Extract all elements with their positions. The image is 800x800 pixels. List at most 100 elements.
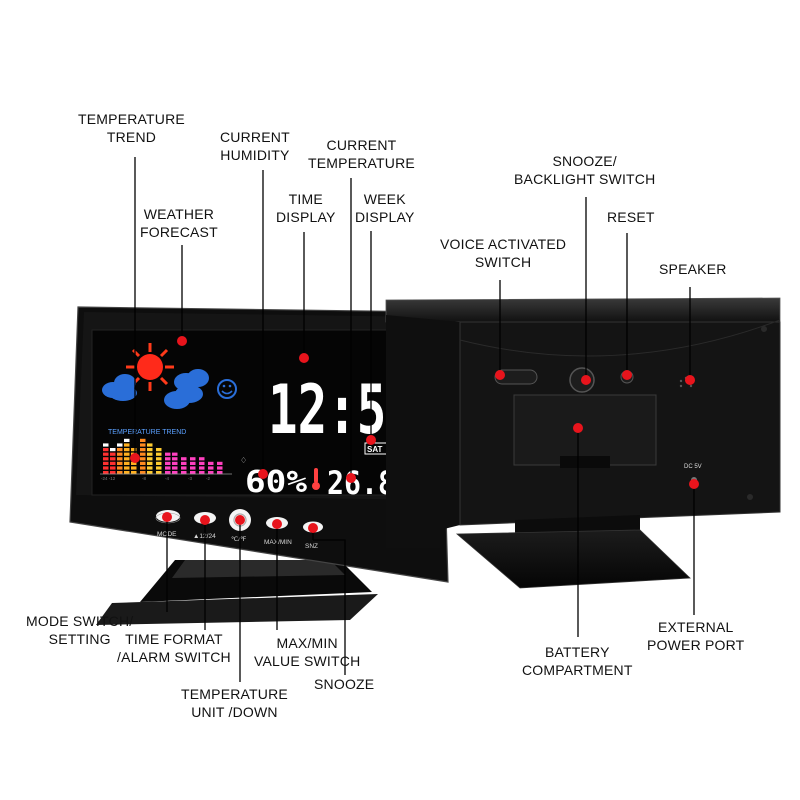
trend-bar-segment [110,457,116,461]
label-reset: RESET [607,208,655,226]
cloud-icon [102,369,209,409]
label-line: TEMPERATURE [78,111,185,127]
label-snooze: SNOOZE [314,675,374,693]
trend-bar-segment [147,471,153,475]
trend-bar-segment [190,457,196,461]
trend-bar-segment [156,461,162,465]
smiley-icon [217,379,237,399]
trend-bar-segment [156,452,162,456]
trend-bar-segment [165,461,171,465]
trend-bar-segment [117,448,123,452]
trend-bar-segment [140,457,146,461]
trend-bar-segment [199,471,205,475]
trend-bar-segment [172,452,178,456]
front-stand-base [96,594,378,625]
callout-marker [177,336,187,346]
label-line: WEATHER [143,206,215,222]
trend-bar-segment [181,466,187,470]
label-max-min-value-switch: MAX/MIN VALUE SWITCH [254,634,360,670]
label-line: TIME FORMAT [125,631,223,647]
trend-bar-segment [103,461,109,465]
svg-text:-2: -2 [206,476,210,481]
trend-bar-segment [124,452,130,456]
trend-bar-segment [147,443,153,447]
callout-marker [235,515,245,525]
trend-bar-segment [165,471,171,475]
week-display: SAT [367,445,383,454]
callout-lines [134,157,695,682]
trend-bar-segment [103,466,109,470]
label-line: SNOOZE [314,676,375,692]
label-time-format-alarm-switch: TIME FORMAT /ALARM SWITCH [117,630,231,666]
label-line: FORECAST [140,224,218,240]
label-temperature-trend: TEMPERATURE TREND [78,110,185,146]
trend-bar-segment [103,452,109,456]
trend-bar-segment [140,466,146,470]
trend-bar-segment [131,461,137,465]
label-line: SWITCH [474,254,532,270]
max-min-button-label: MAX/MIN [264,539,292,546]
label-week-display: WEEK DISPLAY [355,190,415,226]
temperature-display: 26.8 [327,464,395,502]
trend-bar-segment [156,471,162,475]
trend-bar-segment [103,457,109,461]
label-line: MAX/MIN [276,635,338,651]
trend-bar-segment [181,471,187,475]
trend-bar-segment [147,457,153,461]
trend-bar-segment [117,457,123,461]
label-line: VALUE SWITCH [254,653,361,669]
callout-marker [581,375,591,385]
label-line: CURRENT [220,129,290,145]
callout-marker [308,523,318,533]
voice-activated-switch[interactable] [494,369,538,385]
label-line: UNIT /DOWN [191,704,278,720]
trend-bar-segment [110,466,116,470]
label-line: SPEAKER [659,261,727,277]
trend-bar-segment [131,466,137,470]
callout-marker [272,519,282,529]
label-speaker: SPEAKER [659,260,727,278]
trend-bar-segment [208,461,214,465]
label-line: TREND [106,129,157,145]
label-current-humidity: CURRENT HUMIDITY [220,128,290,164]
label-line: BATTERY [544,644,610,660]
callout-marker [130,453,140,463]
trend-bar-segment [165,457,171,461]
trend-bar-segment [181,457,187,461]
trend-bar-segment [190,461,196,465]
label-snooze-backlight-switch: SNOOZE/ BACKLIGHT SWITCH [514,152,655,188]
label-line: VOICE ACTIVATED [440,236,567,252]
trend-bar-segment [117,471,123,475]
back-top-rim [385,297,781,323]
temp-unit-button-label: ℃/℉ [231,536,247,543]
label-line: TEMPERATURE [181,686,288,702]
trend-bar-segment [117,461,123,465]
trend-bar-segment [140,443,146,447]
trend-bar-segment [124,438,130,442]
trend-bar-segment [140,471,146,475]
trend-bar-segment [217,471,223,475]
trend-bar-segment [124,466,130,470]
callout-marker [200,515,210,525]
trend-bar-segment [199,457,205,461]
callout-marker [622,370,632,380]
trend-bar-segment [110,452,116,456]
trend-bar-segment [140,448,146,452]
trend-bar-segment [117,452,123,456]
svg-text:-24 -12: -24 -12 [101,476,116,481]
callout-marker [573,423,583,433]
callout-marker [689,479,699,489]
trend-bar-segment [172,461,178,465]
battery-compartment [513,394,657,466]
back-stand-base [455,529,691,589]
trend-graph: -24 -12-8-4-3-2 [100,438,232,481]
trend-bar-segment [190,466,196,470]
back-device: DC 5V [385,297,781,589]
trend-bar-segment [156,457,162,461]
callout-marker [685,375,695,385]
trend-bar-segment [117,443,123,447]
label-weather-forecast: WEATHER FORECAST [140,205,218,241]
label-external-power-port: EXTERNAL POWER PORT [647,618,744,654]
trend-bar-segment [124,448,130,452]
trend-bar-segment [199,466,205,470]
